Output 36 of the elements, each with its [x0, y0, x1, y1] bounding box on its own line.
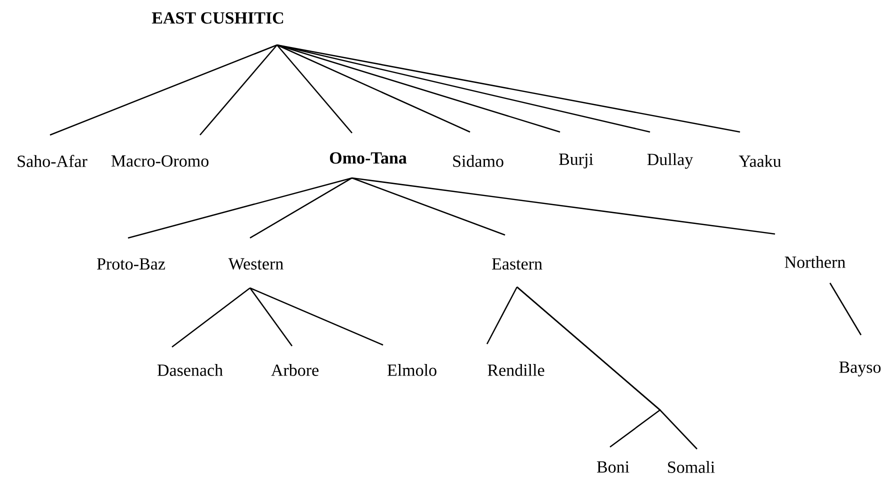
language-label: Western — [228, 258, 284, 270]
language-label: Yaaku — [738, 155, 782, 167]
branch-line — [352, 177, 776, 235]
language-label: Somali — [668, 461, 715, 473]
branch-line — [352, 177, 506, 236]
language-label: Elmolo — [387, 364, 436, 376]
language-label: Dasenach — [157, 364, 223, 376]
branch-line — [250, 177, 352, 239]
branch-line — [200, 44, 278, 136]
language-label: Saho-Afar — [18, 154, 88, 168]
language-label: Eastern — [492, 258, 542, 270]
branch-line — [250, 287, 384, 346]
tree-heading: EAST CUSHITIC — [152, 12, 284, 24]
language-label: Macro-Oromo — [111, 155, 208, 167]
language-label: Bayso — [839, 362, 881, 376]
branch-line — [486, 286, 518, 344]
branch-line — [172, 287, 250, 348]
language-label: Northern — [784, 256, 846, 268]
language-label: Rendille — [488, 364, 544, 376]
language-label: Arbore — [271, 364, 318, 376]
branch-line — [276, 44, 470, 133]
language-label: Burji — [559, 154, 594, 168]
language-label: Dullay — [647, 153, 694, 169]
branch-line — [276, 44, 740, 133]
language-label: Boni — [596, 461, 630, 473]
branch-line — [516, 286, 698, 450]
branch-line — [276, 44, 352, 134]
branch-line — [829, 282, 862, 336]
branch-line — [128, 177, 352, 239]
language-label: Omo-Tana — [330, 152, 407, 164]
branch-line — [249, 288, 293, 346]
language-label: Sidamo — [453, 155, 504, 167]
branch-line — [50, 44, 278, 136]
language-label: Proto-Baz — [97, 258, 165, 270]
branch-line — [276, 44, 560, 133]
branch-line — [276, 44, 650, 133]
